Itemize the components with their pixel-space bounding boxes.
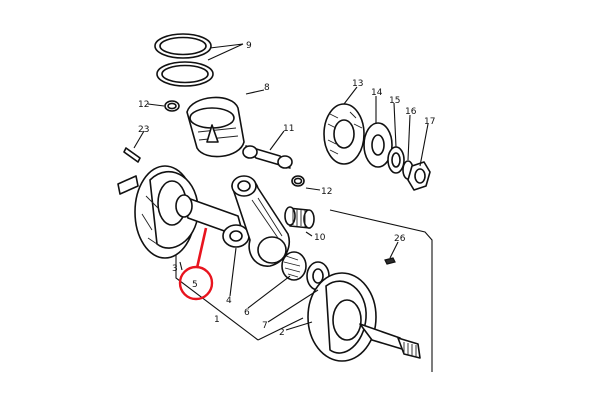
callout-16: 16: [405, 107, 417, 117]
callout-12-right: 12: [321, 187, 332, 197]
callout-4: 4: [226, 296, 232, 306]
assembly-frame-lines: [175, 209, 433, 372]
piston-rings: [154, 33, 214, 87]
callout-12-left: 12: [138, 100, 149, 110]
woodruff-key: [384, 257, 396, 265]
callout-8: 8: [264, 83, 270, 93]
circlip-right: [291, 175, 305, 187]
callout-14: 14: [371, 88, 383, 98]
right-crank-half: [307, 272, 421, 362]
callout-6: 6: [244, 308, 250, 318]
callout-2: 2: [279, 328, 285, 338]
callout-15: 15: [389, 96, 400, 106]
callout-23: 23: [138, 125, 149, 135]
callout-11: 11: [283, 124, 294, 134]
callout-10: 10: [314, 233, 326, 243]
leader-lines: [133, 43, 429, 331]
crank-pin-23: [123, 147, 141, 163]
connecting-rod: [231, 175, 290, 267]
crank-nut: [407, 161, 431, 191]
callout-17: 17: [424, 117, 435, 127]
callout-26: 26: [394, 234, 406, 244]
callout-5: 5: [192, 280, 198, 290]
big-end-bearing: [281, 251, 307, 281]
circlip-left: [164, 100, 180, 112]
piston-pin: [242, 145, 293, 169]
callout-13: 13: [352, 79, 363, 89]
piston: [186, 96, 245, 158]
callout-7: 7: [262, 321, 268, 331]
left-crank-half: [117, 165, 199, 259]
callout-1: 1: [214, 315, 220, 325]
callout-3: 3: [172, 264, 178, 274]
oil-seal: [363, 122, 393, 168]
highlight-circle: [178, 265, 214, 301]
highlight-pointer-line: [195, 227, 208, 269]
small-end-bearing: [284, 206, 315, 229]
callout-9: 9: [246, 41, 252, 51]
main-bearing: [323, 103, 365, 165]
highlight-marker: [178, 227, 214, 301]
collar: [387, 146, 405, 174]
callout-labels: 9 8 12 23 11 12 10 13 14 15 16 17 26 3 5…: [138, 41, 435, 338]
crank-washer: [222, 224, 250, 248]
